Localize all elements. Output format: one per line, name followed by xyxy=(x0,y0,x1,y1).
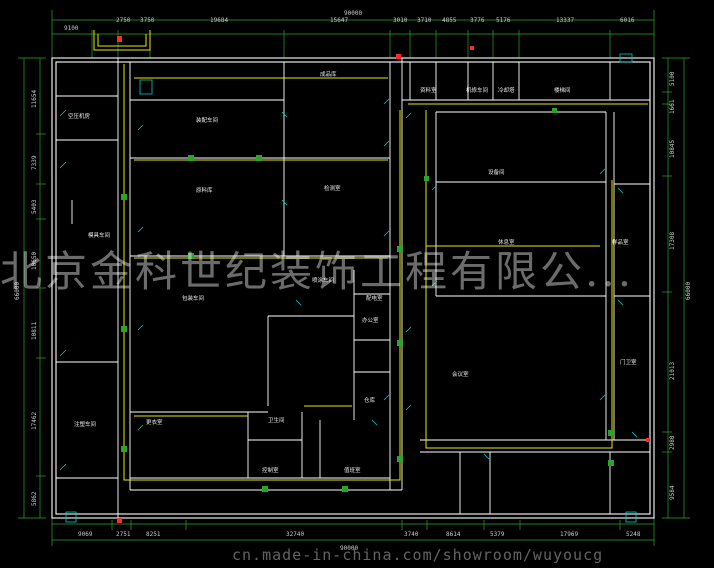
room-label: 控制室 xyxy=(262,466,279,474)
dim-top-11: 13337 xyxy=(556,17,574,24)
dim-right-5: 21013 xyxy=(669,362,676,380)
dim-bottom-2: 2751 xyxy=(116,531,131,538)
dim-left-1: 11654 xyxy=(31,90,38,108)
room-label: 更衣室 xyxy=(146,418,163,426)
dim-right-2: 1661 xyxy=(669,99,676,114)
dim-left-6: 17462 xyxy=(31,412,38,430)
red-markers xyxy=(117,36,650,523)
room-label: 喷涂车间 xyxy=(312,276,334,284)
dim-top-7: 3710 xyxy=(417,17,432,24)
room-labels: 空压机房 模具车间 注塑车间 装配车间 成品库 原料库 检测室 包装车间 喷涂车… xyxy=(68,70,637,474)
dim-top-4: 19684 xyxy=(210,17,228,24)
dim-bottom-3: 8251 xyxy=(146,531,161,538)
interior-walls xyxy=(56,58,650,518)
dim-bottom-1: 9069 xyxy=(78,531,93,538)
room-label: 值班室 xyxy=(344,466,361,474)
dim-right-3: 10845 xyxy=(669,140,676,158)
dim-right-7: 9584 xyxy=(669,485,676,500)
dim-overall-top: 90000 xyxy=(344,10,362,17)
dim-left-4: 10650 xyxy=(31,252,38,270)
room-label: 包装车间 xyxy=(182,294,204,302)
room-label: 办公室 xyxy=(362,316,379,324)
dim-top-segments: 9100 2750 3750 19684 15647 3010 3710 485… xyxy=(64,17,635,32)
dim-overall-bottom: 90000 xyxy=(340,545,358,552)
grid-nodes xyxy=(121,108,614,492)
dim-top-2: 2750 xyxy=(116,17,131,24)
fixtures xyxy=(59,53,638,523)
dim-overall-left: 66000 xyxy=(14,282,21,300)
dim-left-5: 10811 xyxy=(31,322,38,340)
dim-left-2: 7339 xyxy=(31,155,38,170)
dim-top-1: 9100 xyxy=(64,25,79,32)
dim-left-7: 5862 xyxy=(31,491,38,506)
dim-top-5: 15647 xyxy=(330,17,348,24)
dim-bottom-7: 5379 xyxy=(490,531,505,538)
dim-right-1: 5100 xyxy=(669,71,676,86)
room-label: 注塑车间 xyxy=(74,420,96,428)
room-label: 休息室 xyxy=(498,238,515,246)
dim-top-6: 3010 xyxy=(393,17,408,24)
room-label: 会议室 xyxy=(452,370,469,378)
dim-top-8: 4855 xyxy=(442,17,457,24)
dim-bottom-5: 3740 xyxy=(404,531,419,538)
room-label: 配电室 xyxy=(366,294,383,302)
room-label: 门卫室 xyxy=(620,358,637,366)
room-label: 模具车间 xyxy=(88,231,110,239)
dim-top-3: 3750 xyxy=(140,17,155,24)
room-label: 空压机房 xyxy=(68,112,91,120)
dim-bottom-4: 32740 xyxy=(286,531,304,538)
room-label: 装配车间 xyxy=(196,116,218,124)
room-label: 仓库 xyxy=(364,396,376,404)
room-label: 楼梯间 xyxy=(554,86,571,94)
dim-bottom-9: 5248 xyxy=(626,531,641,538)
dim-right-4: 17308 xyxy=(669,232,676,250)
dim-right-6: 2980 xyxy=(669,435,676,450)
room-label: 原料库 xyxy=(196,186,213,194)
dim-top-10: 5176 xyxy=(496,17,511,24)
room-label: 机修车间 xyxy=(466,86,488,94)
dim-bottom-segments: 9069 2751 8251 32740 3740 8614 5379 1796… xyxy=(78,531,641,538)
room-label: 卫生间 xyxy=(268,416,285,424)
dim-bottom-8: 17969 xyxy=(560,531,578,538)
room-label: 样品室 xyxy=(612,238,629,246)
room-label: 设备间 xyxy=(488,168,505,176)
dim-right-segments: 5100 1661 10845 17308 21013 2980 9584 xyxy=(669,71,676,500)
dim-overall-right: 66000 xyxy=(685,282,692,300)
room-label: 冷却塔 xyxy=(498,86,515,94)
dim-top-12: 6016 xyxy=(620,17,635,24)
dim-top-9: 3776 xyxy=(470,17,485,24)
dim-left-segments: 11654 7339 5403 10650 10811 17462 5862 xyxy=(31,90,38,506)
room-label: 资料室 xyxy=(420,86,437,94)
dim-left-3: 5403 xyxy=(31,199,38,214)
outer-walls xyxy=(51,57,655,519)
room-label: 成品库 xyxy=(320,70,337,78)
dim-bottom-6: 8614 xyxy=(446,531,461,538)
room-label: 检测室 xyxy=(324,184,341,192)
pipe-lines xyxy=(93,30,648,481)
